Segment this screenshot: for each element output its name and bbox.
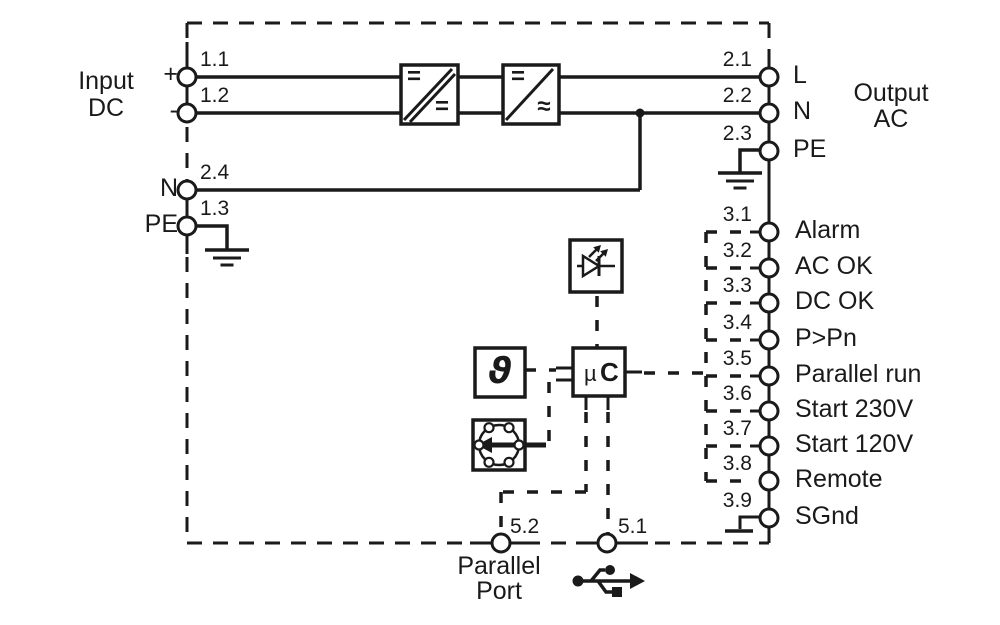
microcontroller-mu-symbol: µ bbox=[584, 361, 597, 386]
terminal-number-2-4: 2.4 bbox=[200, 161, 230, 184]
terminal-3-9 bbox=[758, 507, 780, 529]
terminal-3-3 bbox=[758, 292, 780, 314]
signal-label-alarm: Alarm bbox=[795, 216, 861, 244]
output-n-label: N bbox=[793, 97, 812, 125]
terminal-3-8 bbox=[758, 470, 780, 492]
terminal-3-2 bbox=[758, 257, 780, 279]
input-label-line1: Input bbox=[78, 67, 134, 95]
terminal-number-3-7: 3.7 bbox=[722, 417, 752, 440]
signal-label-sgnd: SGnd bbox=[795, 502, 859, 530]
terminal-number-5-2: 5.2 bbox=[510, 515, 540, 538]
signal-terminal-stubs bbox=[750, 230, 760, 448]
dc-dc-converter-box bbox=[399, 63, 460, 126]
dc-ac-inverter-box bbox=[501, 63, 561, 126]
terminal-1-2 bbox=[176, 102, 198, 124]
terminal-number-2-3: 2.3 bbox=[722, 122, 752, 145]
terminal-3-5 bbox=[758, 365, 780, 387]
terminal-number-3-5: 3.5 bbox=[722, 347, 752, 370]
terminal-2-2 bbox=[758, 102, 780, 124]
output-l-label: L bbox=[793, 61, 807, 89]
terminal-number-1-3: 1.3 bbox=[200, 197, 230, 220]
terminal-number-2-2: 2.2 bbox=[722, 84, 752, 107]
output-label-line2: AC bbox=[873, 105, 909, 133]
terminal-3-4 bbox=[758, 329, 780, 351]
input-label-line2: DC bbox=[87, 94, 125, 122]
signal-label-remote: Remote bbox=[795, 465, 883, 493]
terminal-number-1-1: 1.1 bbox=[200, 48, 230, 71]
terminal-number-3-2: 3.2 bbox=[722, 239, 752, 262]
terminal-2-1 bbox=[758, 66, 780, 88]
terminal-5-2 bbox=[490, 532, 512, 554]
signal-label-start-230v: Start 230V bbox=[795, 395, 914, 423]
pe-output-ground-symbol bbox=[718, 148, 762, 190]
input-pe-label: PE bbox=[144, 210, 178, 238]
terminal-1-3 bbox=[176, 215, 198, 237]
signal-label-ac-ok: AC OK bbox=[795, 252, 873, 280]
terminal-1-1 bbox=[176, 66, 198, 88]
parallel-port-label-line2: Port bbox=[476, 577, 522, 605]
input-n-label: N bbox=[159, 174, 178, 202]
usb-icon bbox=[572, 565, 645, 597]
terminal-2-3 bbox=[758, 140, 780, 162]
terminal-3-7 bbox=[758, 435, 780, 457]
output-label-line1: Output bbox=[853, 79, 929, 107]
terminal-number-3-9: 3.9 bbox=[722, 489, 752, 512]
temperature-sensor-box bbox=[473, 346, 527, 399]
signal-label-start-120v: Start 120V bbox=[795, 430, 914, 458]
terminal-number-3-1: 3.1 bbox=[722, 203, 752, 226]
terminal-circles bbox=[176, 66, 780, 554]
microcontroller-box bbox=[556, 346, 642, 410]
led-indicator-icon bbox=[568, 238, 624, 294]
wire-junction-dot bbox=[635, 108, 645, 118]
terminal-2-4 bbox=[176, 179, 198, 201]
pe-input-ground-symbol bbox=[196, 224, 249, 267]
terminal-number-2-1: 2.1 bbox=[722, 48, 752, 71]
terminal-number-3-4: 3.4 bbox=[722, 311, 752, 334]
terminal-number-1-2: 1.2 bbox=[200, 84, 230, 107]
terminal-number-5-1: 5.1 bbox=[618, 515, 648, 538]
power-wires bbox=[196, 75, 760, 192]
terminal-5-1 bbox=[596, 532, 618, 554]
parallel-port-label-line1: Parallel bbox=[457, 552, 541, 580]
temperature-symbol: ϑ bbox=[488, 351, 512, 392]
rotary-selector-icon bbox=[471, 418, 546, 472]
dcac-input-symbol: = bbox=[510, 63, 525, 90]
output-pe-label: PE bbox=[793, 135, 827, 163]
signal-label-parallel-run: Parallel run bbox=[795, 360, 922, 388]
terminal-3-1 bbox=[758, 221, 780, 243]
signal-bus-dashed-lines bbox=[704, 230, 752, 483]
terminal-number-3-6: 3.6 bbox=[722, 382, 752, 405]
microcontroller-c-symbol: C bbox=[600, 357, 619, 387]
input-minus-label: - bbox=[169, 96, 178, 124]
signal-ground-symbol bbox=[725, 515, 760, 533]
terminal-number-3-8: 3.8 bbox=[722, 452, 752, 475]
terminal-3-6 bbox=[758, 400, 780, 422]
input-plus-label: + bbox=[163, 60, 178, 88]
dcac-output-symbol: ≈ bbox=[537, 93, 551, 120]
signal-label-dc-ok: DC OK bbox=[795, 287, 875, 315]
control-dashed-connections bbox=[499, 296, 706, 533]
dcdc-input-symbol: = bbox=[406, 63, 421, 90]
signal-label-p-gt-pn: P>Pn bbox=[795, 324, 857, 352]
dcdc-output-symbol: = bbox=[434, 93, 449, 120]
terminal-number-3-3: 3.3 bbox=[722, 274, 752, 297]
